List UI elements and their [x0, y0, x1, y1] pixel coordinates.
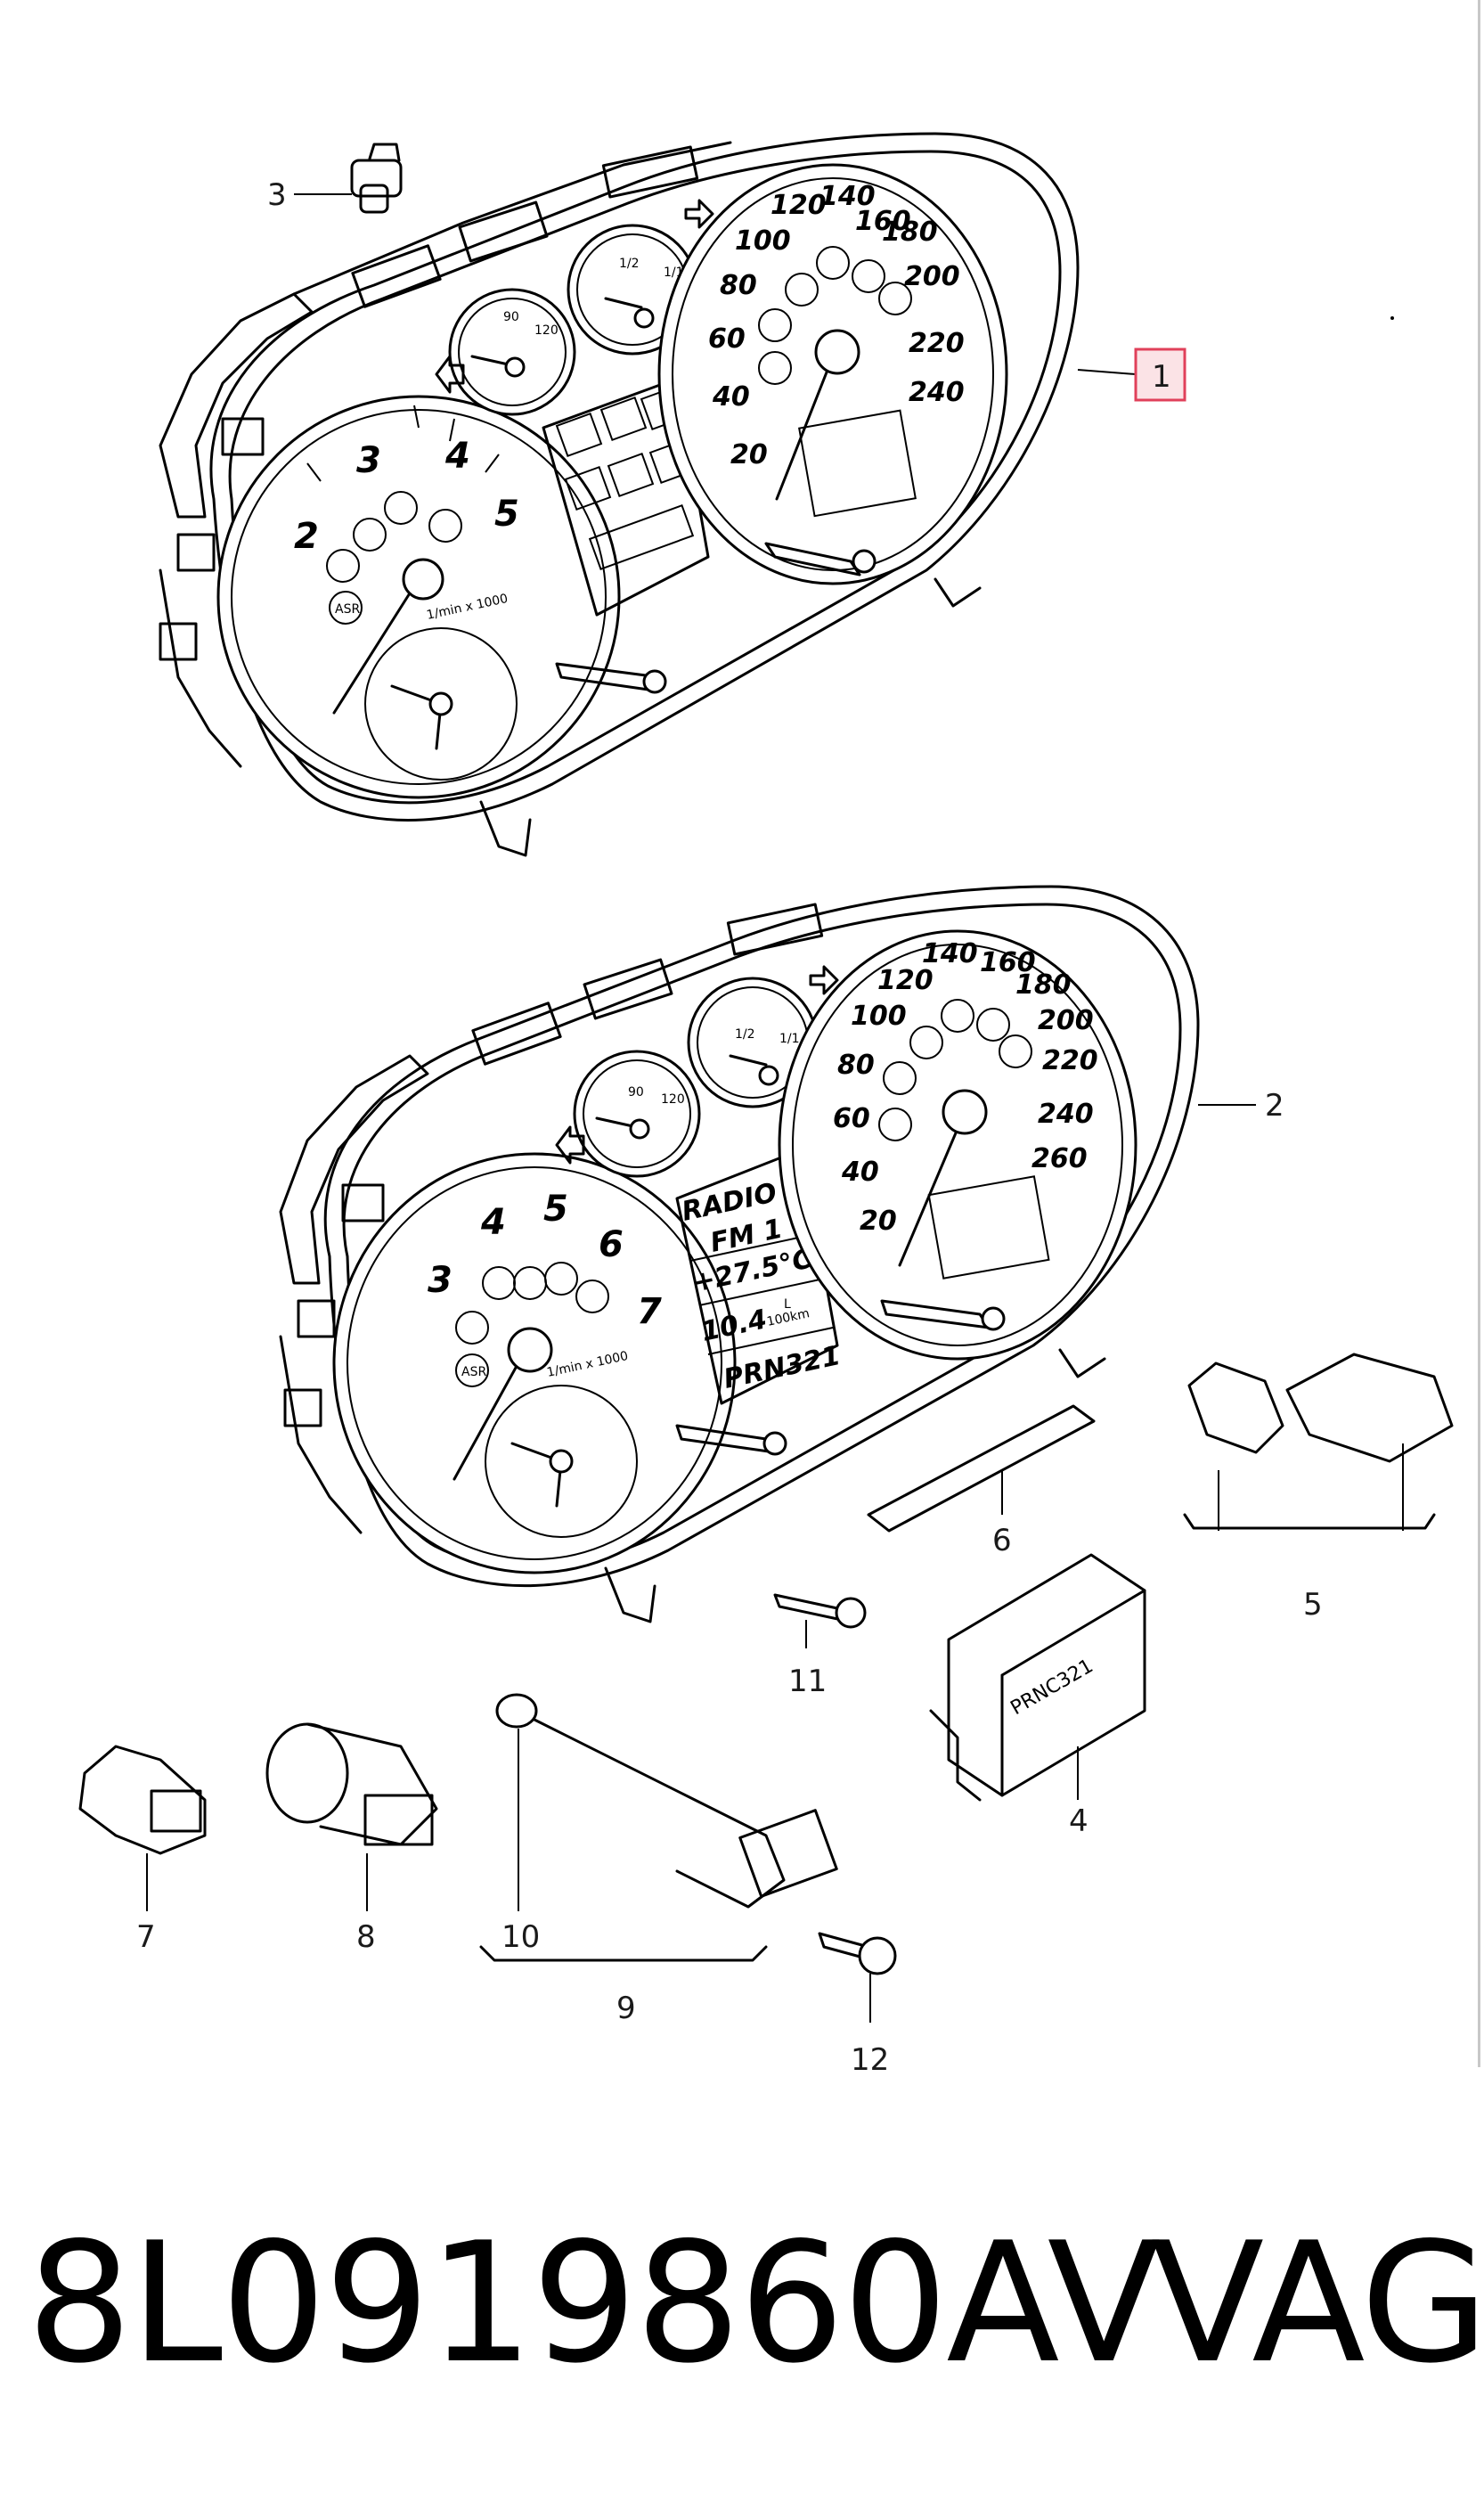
- service-lamp-icon: [852, 259, 885, 293]
- rpm-label: 6: [599, 1224, 624, 1265]
- rpm-label: 4: [444, 436, 470, 477]
- speed-label: 220: [1042, 1045, 1098, 1076]
- rpm-label: 3: [428, 1260, 453, 1301]
- brake-lamp-icon: [544, 1262, 578, 1296]
- speed-label: 100: [851, 1001, 907, 1032]
- callout-8[interactable]: 8: [356, 1919, 376, 1955]
- foam-strip-part-6: [867, 1404, 1096, 1533]
- fuel-label: 1/2: [735, 1027, 755, 1042]
- service-lamp-icon: [575, 1280, 609, 1313]
- speed-label: 120: [877, 965, 934, 996]
- fuel-label: 1/1: [779, 1032, 800, 1046]
- speed-label: 60: [708, 323, 746, 355]
- temp-label: 120: [534, 323, 559, 338]
- temp-label: 120: [661, 1092, 685, 1107]
- display-line-4-unit-top: L: [784, 1297, 791, 1312]
- temp-label: 90: [503, 310, 519, 324]
- asr-lamp-icon: [455, 1353, 489, 1387]
- temp-label: 90: [628, 1085, 644, 1100]
- speed-label: 140: [922, 938, 978, 969]
- right-edge-rule: [1478, 0, 1480, 2067]
- callout-11[interactable]: 11: [788, 1664, 827, 1699]
- callout-9[interactable]: 9: [616, 1991, 636, 2026]
- cat-lamp-icon: [758, 351, 792, 385]
- callout-2[interactable]: 2: [1265, 1088, 1284, 1124]
- caption: 8L0919860AV VAG: [27, 2206, 1484, 2400]
- callout-1[interactable]: 1: [1152, 359, 1171, 395]
- glow-plug-icon: [326, 549, 360, 583]
- rpm-label: 3: [356, 440, 381, 481]
- speed-sender-part-9: [479, 1693, 838, 1962]
- instrument-cluster-2: 3 4 5 6 7 1/min x 1000 ASR 90 120 1/2 1/…: [279, 885, 1200, 1623]
- callout-7[interactable]: 7: [136, 1919, 156, 1955]
- callout-12[interactable]: 12: [851, 2042, 889, 2078]
- speed-label: 40: [841, 1157, 879, 1188]
- asr-lamp-label: ASR: [461, 1365, 486, 1379]
- sensor-part-7: [78, 1745, 207, 1855]
- asr-lamp-icon: [329, 591, 363, 625]
- brake-lamp-icon: [941, 999, 974, 1033]
- brake-lamp-icon: [816, 246, 850, 280]
- warning-lamp-icon: [785, 273, 819, 307]
- display-line-4-unit-bottom: 100km: [766, 1306, 811, 1329]
- instrument-cluster-1: 2 3 4 5 1/min x 1000 ASR 90 120 1/2 1/1: [159, 132, 1080, 857]
- speed-label: 160: [855, 206, 911, 237]
- rpm-label: 5: [543, 1189, 568, 1230]
- rpm-label: 2: [294, 516, 319, 557]
- rpm-label: 7: [637, 1291, 662, 1332]
- speed-label: 20: [860, 1206, 897, 1237]
- speed-label: 260: [1031, 1143, 1088, 1174]
- glow-plug-icon: [455, 1311, 489, 1345]
- speed-label: 20: [730, 439, 768, 470]
- speed-label: 240: [909, 377, 965, 408]
- service-lamp-icon: [976, 1008, 1010, 1042]
- speed-label: 160: [980, 947, 1036, 978]
- parts-diagram: 2 3 4 5 1/min x 1000 ASR 90 120 1/2 1/1: [78, 132, 1454, 2078]
- bulb-socket-part-3: [350, 143, 403, 214]
- warning-lamp-icon: [353, 518, 387, 552]
- speed-label: 60: [833, 1103, 870, 1134]
- fuel-label: 1/2: [619, 257, 640, 271]
- belt-lamp-icon: [878, 282, 912, 315]
- control-module-part-4: PRNC321: [929, 1553, 1146, 1802]
- asr-lamp-label: ASR: [335, 602, 360, 617]
- callout-3[interactable]: 3: [267, 177, 287, 213]
- speed-label: 80: [837, 1050, 875, 1081]
- screw-part-11: [773, 1593, 867, 1629]
- warning-lamp-icon: [909, 1026, 943, 1059]
- speed-label: 200: [1038, 1005, 1094, 1036]
- brake-lamp-icon: [428, 509, 462, 543]
- brand-name: VAG: [1151, 2206, 1484, 2400]
- speed-label: 200: [904, 261, 960, 292]
- speed-label: 220: [909, 328, 965, 359]
- speed-label: 240: [1038, 1099, 1094, 1130]
- display-line-3: +27.5°C: [689, 1243, 814, 1299]
- rpm-label: 5: [494, 494, 519, 535]
- speed-label: 180: [1015, 969, 1072, 1001]
- speed-label: 40: [712, 381, 750, 413]
- speed-label: 100: [735, 225, 791, 257]
- part-number: 8L0919860AV: [27, 2206, 1161, 2400]
- cat-lamp-icon: [878, 1108, 912, 1141]
- callout-1-highlight: [1134, 348, 1186, 402]
- airbag-lamp-icon: [758, 308, 792, 342]
- callout-5[interactable]: 5: [1303, 1587, 1323, 1623]
- callout-10[interactable]: 10: [501, 1919, 540, 1955]
- airbag-lamp-icon: [883, 1061, 917, 1095]
- speed-label: 120: [771, 190, 827, 221]
- belt-lamp-icon: [999, 1034, 1032, 1068]
- speed-label: 80: [720, 270, 757, 301]
- callout-4[interactable]: 4: [1069, 1803, 1089, 1839]
- oil-lamp-icon: [384, 491, 418, 525]
- connector-part-5: [1183, 1353, 1454, 1530]
- speed-label: 140: [819, 181, 876, 212]
- callout-6[interactable]: 6: [992, 1523, 1012, 1558]
- rpm-label: 4: [480, 1202, 506, 1243]
- speed-label: 180: [882, 217, 938, 248]
- screw-part-12: [818, 1932, 897, 1975]
- sensor-part-8: [265, 1722, 438, 1846]
